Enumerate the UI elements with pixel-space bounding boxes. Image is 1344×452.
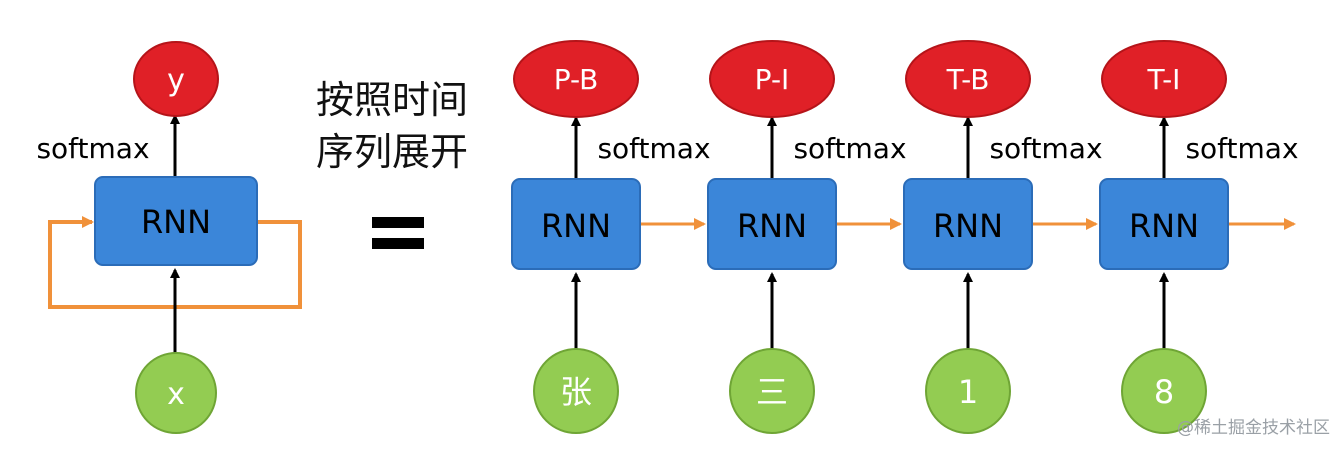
softmax-label-3: softmax	[989, 132, 1102, 165]
rnn-cell	[94, 176, 258, 266]
input-node-label-3: 1	[958, 373, 978, 411]
rnn-cell-1	[511, 178, 641, 270]
output-node-y	[133, 41, 219, 117]
output-node-label: y	[167, 63, 185, 98]
input-node-3	[925, 348, 1011, 434]
input-node-1	[533, 348, 619, 434]
input-node-label-2: 三	[756, 373, 788, 411]
input-node-x	[135, 352, 217, 434]
output-node-label-3: T-B	[946, 63, 990, 96]
output-node-label-1: P-B	[554, 63, 599, 96]
input-node-4	[1121, 348, 1207, 434]
rnn-cell-2	[707, 178, 837, 270]
equals-sign	[372, 217, 424, 249]
caption-line-2: 序列展开	[316, 130, 468, 174]
watermark: @稀土掘金技术社区	[1177, 418, 1330, 438]
output-node-label-4: T-I	[1147, 63, 1181, 96]
softmax-label-4: softmax	[1185, 132, 1298, 165]
softmax-label-1: softmax	[597, 132, 710, 165]
rnn-cell-label-3: RNN	[933, 207, 1003, 245]
rnn-cell-4	[1099, 178, 1229, 270]
output-node-3	[905, 40, 1031, 118]
output-node-1	[513, 40, 639, 118]
rnn-cell-label-1: RNN	[541, 207, 611, 245]
caption-line-1: 按照时间	[316, 78, 468, 122]
output-node-4	[1101, 40, 1227, 118]
input-node-label: x	[167, 377, 185, 412]
rnn-cell-label-4: RNN	[1129, 207, 1199, 245]
rnn-cell-3	[903, 178, 1033, 270]
rnn-cell-label-2: RNN	[737, 207, 807, 245]
unrolled-rnn: RNN P-B softmax 张 RNN P-I softmax 三 RNN T-B softma…	[511, 40, 1299, 434]
input-node-label-4: 8	[1154, 373, 1174, 411]
output-node-2	[709, 40, 835, 118]
output-node-label-2: P-I	[755, 63, 790, 96]
rnn-cell-label: RNN	[141, 203, 211, 241]
softmax-label: softmax	[36, 132, 149, 165]
input-node-2	[729, 348, 815, 434]
input-node-label-1: 张	[560, 373, 592, 411]
folded-rnn: RNN y softmax x	[36, 41, 302, 434]
softmax-label-2: softmax	[793, 132, 906, 165]
